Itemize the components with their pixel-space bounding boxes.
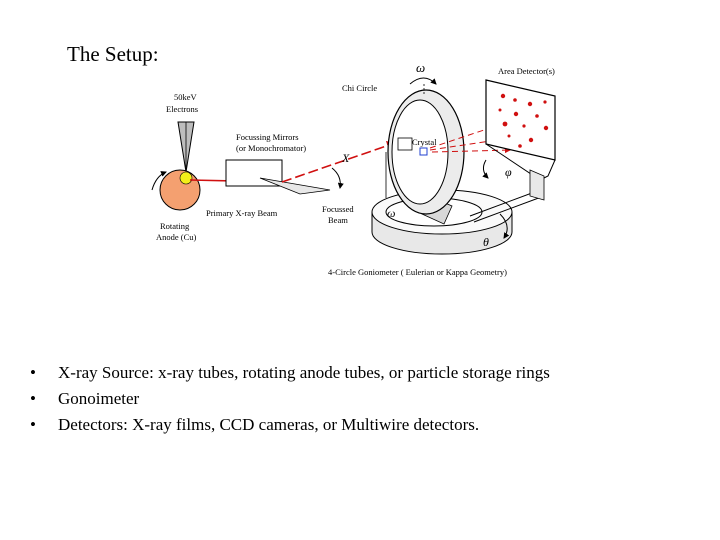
electrons-label-line2: Electrons [166, 104, 198, 114]
bullet-item-source: • X-ray Source: x-ray tubes, rotating ano… [30, 360, 550, 386]
goniometer-base [371, 189, 545, 255]
bullet-item-detectors: • Detectors: X-ray films, CCD cameras, or… [30, 412, 550, 438]
focussed-beam-label-line2: Beam [328, 215, 348, 225]
xray-setup-diagram: 50keV Electrons Focussing Mirrors (or Mo… [151, 60, 556, 277]
omega-top-symbol: ω [416, 60, 425, 75]
primary-beam-label: Primary X-ray Beam [206, 208, 278, 218]
mirrors-label-line1: Focussing Mirrors [236, 132, 299, 142]
focussed-beam-label-line1: Focussed [322, 204, 354, 214]
chi-circle [385, 89, 465, 215]
crystal-label: Crystal [412, 137, 437, 147]
slide-title: The Setup: [67, 42, 159, 66]
diffracted-beams [429, 116, 525, 154]
anode-label-line1: Rotating [160, 221, 190, 231]
theta-symbol: θ [483, 235, 489, 249]
crystal-mount [419, 147, 428, 156]
omega-base-symbol: ω [387, 206, 395, 220]
bullet-marker: • [30, 415, 36, 434]
area-detector [485, 79, 556, 181]
bullet-list: • X-ray Source: x-ray tubes, rotating ano… [30, 360, 550, 438]
goniometer-label: 4-Circle Goniometer ( Eulerian or Kappa … [328, 267, 507, 277]
anode-label-line2: Anode (Cu) [156, 232, 197, 242]
bullet-marker: • [30, 389, 36, 408]
rotating-anode [151, 169, 201, 211]
bullet-marker: • [30, 363, 36, 382]
bullet-text: Gonoimeter [58, 389, 140, 408]
phi-symbol: φ [505, 165, 512, 179]
bullet-text: Detectors: X-ray films, CCD cameras, or … [58, 415, 480, 434]
electron-gun [177, 121, 195, 173]
chi-symbol: X [341, 151, 350, 165]
bullet-text: X-ray Source: x-ray tubes, rotating anod… [58, 363, 550, 382]
electrons-label-line1: 50keV [174, 92, 198, 102]
area-detector-label: Area Detector(s) [498, 66, 555, 76]
chi-circle-label: Chi Circle [342, 83, 377, 93]
bullet-item-goniometer: • Gonoimeter [30, 386, 550, 412]
mirrors-label-line2: (or Monochromator) [236, 143, 306, 153]
